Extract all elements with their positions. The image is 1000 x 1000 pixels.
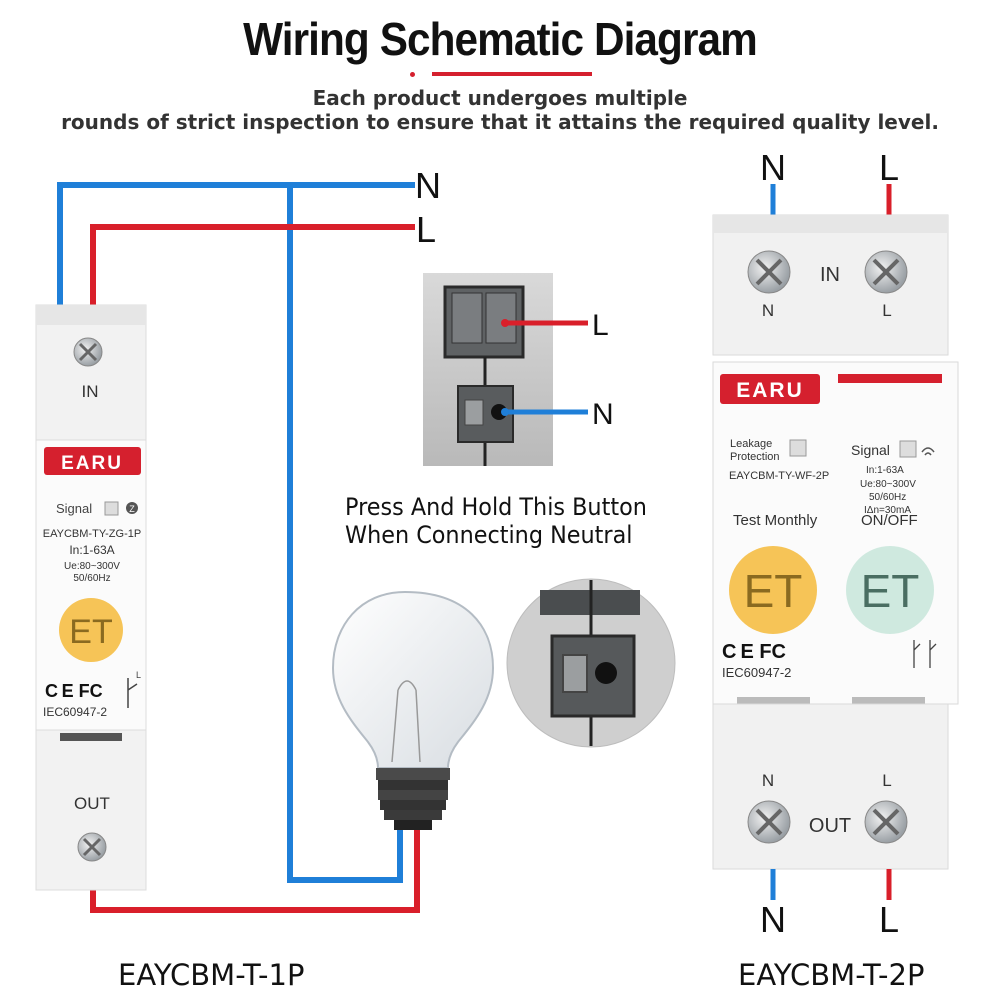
neutral-wire [57, 182, 415, 883]
photo-label-live: L [592, 309, 609, 342]
title-underline-bar [432, 72, 592, 76]
zigbee-icon [126, 502, 138, 514]
device-1p-brand: EARU [61, 453, 123, 474]
device-2p-in-l: L [882, 301, 891, 320]
device-2p: N L IN N L EARU Leakage Protection Signa… [712, 147, 959, 940]
screw-slot [78, 342, 98, 362]
neutral-button-note-line-2: When Connecting Neutral [345, 521, 633, 549]
device-1p-button[interactable] [59, 598, 123, 662]
photo-label-neutral: N [592, 398, 614, 431]
device-2p-brand: EARU [736, 379, 804, 402]
button-location-photo [423, 273, 553, 466]
wire-label-live: L [416, 209, 436, 250]
device-2p-in-label: IN [820, 264, 840, 286]
device-2p-top-n: N [760, 147, 786, 188]
device-1p: IN EARU Signal Z EAYCBM-TY-ZG-1P In:1-63… [35, 304, 147, 891]
device-2p-model-code: EAYCBM-TY-WF-2P [729, 470, 829, 482]
device-1p-terminal-l: L [136, 670, 141, 680]
wifi-icon [921, 447, 935, 456]
device-1p-signal-badge: Z [129, 504, 135, 514]
device-2p-onoff-glyph: ET [861, 565, 920, 617]
test-button[interactable] [729, 546, 817, 634]
device-2p-frequency: 50/60Hz [869, 492, 906, 503]
device-2p-standard: IEC60947-2 [722, 665, 791, 680]
device-2p-bottom-l: L [879, 899, 899, 940]
device-1p-button-glyph: ET [69, 613, 112, 651]
device-1p-current: In:1-63A [69, 543, 114, 557]
device-2p-current: In:1-63A [866, 465, 904, 476]
device-2p-bottom-n: N [760, 899, 786, 940]
device-2p-signal-label: Signal [851, 442, 890, 458]
device-1p-out-label: OUT [74, 794, 110, 813]
wire-label-neutral: N [415, 165, 441, 206]
device-1p-standard: IEC60947-2 [43, 705, 107, 719]
diagram-title: Wiring Schematic Diagram [243, 13, 758, 65]
device-2p-out-label: OUT [809, 815, 851, 837]
device-1p-model: EAYCBM-T-1P [118, 958, 305, 992]
device-2p-leakage-line2: Protection [730, 451, 780, 463]
neutral-button-note-line-1: Press And Hold This Button [345, 493, 647, 521]
signal-led-icon [104, 501, 119, 516]
device-2p-model: EAYCBM-T-2P [738, 958, 925, 992]
device-1p-in-label: IN [82, 382, 99, 401]
brand-badge [44, 447, 141, 475]
switch-symbol-icon [127, 678, 138, 708]
device-2p-top-l: L [879, 147, 899, 188]
device-1p-frequency: 50/60Hz [73, 573, 110, 584]
light-bulb-icon [331, 590, 495, 830]
device-2p-onoff-label: ON/OFF [861, 512, 918, 529]
device-1p-cert-marks: C E FC [45, 681, 103, 701]
switch-symbol-icon [913, 640, 937, 668]
device-1p-signal-label: Signal [56, 501, 92, 516]
device-2p-test-label: Test Monthly [733, 512, 818, 529]
brand-badge [720, 374, 820, 404]
button-zoom-photo [506, 578, 676, 748]
device-2p-in-n: N [762, 301, 774, 320]
device-2p-out-n: N [762, 771, 774, 790]
subtitle-line-1: Each product undergoes multiple [312, 86, 688, 110]
device-2p-leakage-line1: Leakage [730, 438, 772, 450]
title-underline [410, 72, 415, 77]
device-1p-voltage: Ue:80~300V [64, 561, 120, 572]
screw-slot [82, 837, 102, 857]
device-2p-cert-marks: C E FC [722, 641, 786, 663]
device-2p-leakage-current: IΔn=30mA [864, 505, 911, 516]
subtitle-line-2: rounds of strict inspection to ensure th… [61, 110, 939, 134]
live-wire [90, 224, 420, 913]
device-2p-test-glyph: ET [744, 565, 803, 617]
device-1p-model-code: EAYCBM-TY-ZG-1P [43, 528, 141, 540]
onoff-button[interactable] [846, 546, 934, 634]
leakage-led-icon [789, 439, 807, 457]
device-2p-out-l: L [882, 771, 891, 790]
signal-led-icon [899, 440, 917, 458]
device-2p-voltage: Ue:80~300V [860, 479, 916, 490]
